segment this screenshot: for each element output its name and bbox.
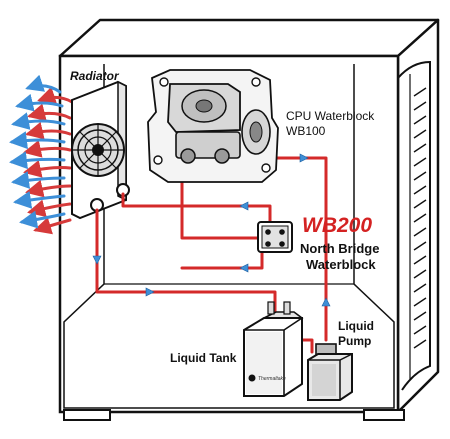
liquid-tank bbox=[243, 301, 304, 397]
flow-arrow bbox=[92, 255, 102, 265]
flow-arrow bbox=[239, 263, 249, 273]
liquid-pump bbox=[307, 343, 353, 401]
north-bridge-waterblock-label: Waterblock bbox=[306, 257, 376, 272]
case-side-face bbox=[396, 18, 440, 414]
flow-arrow bbox=[321, 297, 331, 307]
tube-nb-lower bbox=[180, 248, 264, 270]
cpu-waterblock-model-label: WB100 bbox=[286, 124, 326, 138]
cool-air-arrow bbox=[15, 93, 64, 112]
tube-nb-to-cpu bbox=[180, 158, 264, 240]
cool-air-arrow bbox=[11, 112, 66, 130]
front-vents bbox=[413, 87, 427, 349]
cpu-waterblock bbox=[147, 69, 279, 183]
radiator bbox=[71, 80, 130, 220]
pc-case bbox=[58, 18, 440, 421]
liquid-tank-label: Liquid Tank bbox=[170, 351, 237, 365]
hot-air-arrow bbox=[27, 103, 72, 122]
flow-arrow bbox=[145, 287, 155, 297]
flow-arrow bbox=[299, 153, 309, 163]
tube-radiator-to-nb bbox=[121, 192, 272, 224]
flow-arrow bbox=[239, 201, 249, 211]
cool-air-arrow bbox=[25, 74, 62, 94]
tank-brand-label: Thermaltake bbox=[258, 376, 286, 382]
cool-air-arrow bbox=[9, 151, 66, 170]
cool-air-arrow bbox=[13, 190, 66, 209]
hot-air-arrow bbox=[23, 140, 72, 158]
tube-radiator-to-tank bbox=[95, 208, 277, 320]
case-foot-left bbox=[63, 409, 111, 421]
hot-air-arrow bbox=[25, 179, 72, 198]
liquid-pump-label-line2: Pump bbox=[338, 334, 371, 348]
case-foot-right bbox=[363, 409, 405, 421]
cool-air-arrow bbox=[19, 210, 66, 229]
cool-air-arrow bbox=[11, 171, 66, 189]
cool-air-arrow bbox=[9, 131, 66, 150]
cpu-fitting bbox=[214, 148, 230, 164]
brand-logo-icon bbox=[248, 374, 256, 382]
hot-air-arrow bbox=[23, 160, 72, 178]
cpu-waterblock-label: CPU Waterblock bbox=[286, 109, 375, 123]
case-top-face bbox=[58, 18, 440, 58]
hot-air-arrow bbox=[33, 217, 72, 235]
flow-arrows bbox=[92, 153, 331, 307]
cpu-fitting bbox=[180, 148, 196, 164]
exhaust-airflow bbox=[9, 74, 74, 235]
radiator-label: Radiator bbox=[70, 69, 120, 83]
hot-air-arrow bbox=[25, 121, 72, 140]
north-bridge-label: North Bridge bbox=[300, 241, 379, 256]
liquid-pump-label: Liquid bbox=[338, 319, 374, 333]
model-label: WB200 bbox=[302, 214, 372, 237]
north-bridge-waterblock bbox=[257, 221, 293, 253]
hot-air-arrow bbox=[37, 86, 74, 104]
